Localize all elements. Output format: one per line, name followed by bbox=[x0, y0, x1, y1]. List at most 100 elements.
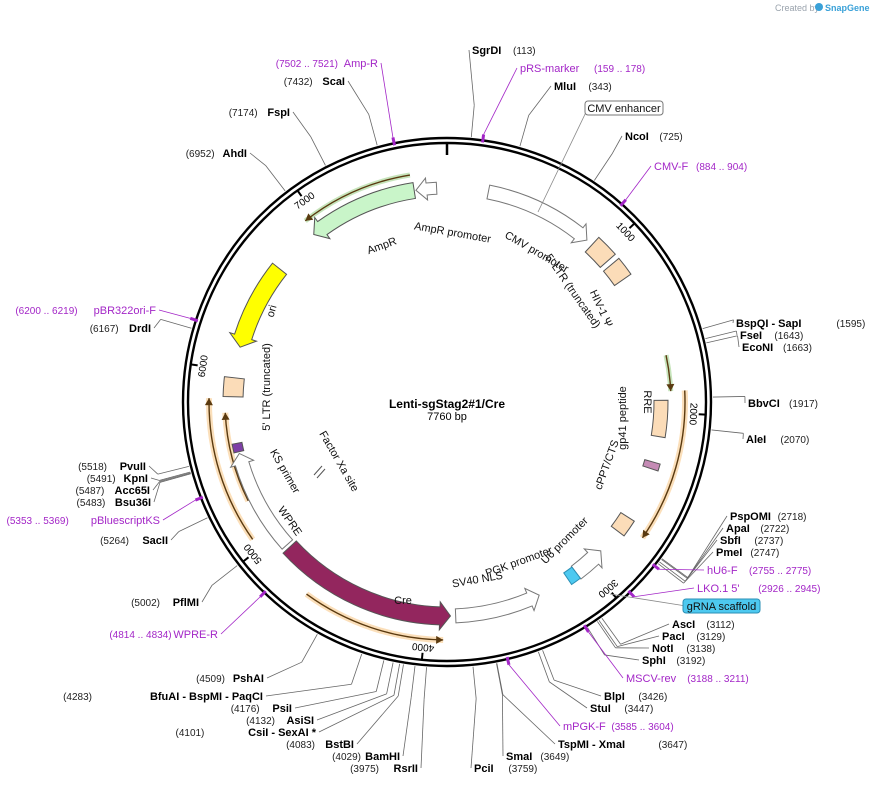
site-name: EcoNI bbox=[742, 342, 773, 354]
site-sgrdi[interactable]: SgrDI(113) bbox=[468, 45, 536, 138]
factor-xa-glyph bbox=[316, 468, 326, 479]
primer-name: pBR322ori-F bbox=[94, 305, 157, 317]
site-acc65i[interactable]: Acc65I(5487) bbox=[75, 472, 191, 497]
site-psii[interactable]: PsiI(4176) bbox=[231, 660, 385, 715]
primer-mark bbox=[651, 563, 660, 571]
site-econi[interactable]: EcoNI(1663) bbox=[706, 335, 812, 354]
feature-ori[interactable] bbox=[228, 262, 288, 348]
feature-rre[interactable] bbox=[650, 399, 669, 439]
feature-ampr[interactable] bbox=[313, 182, 417, 240]
feature-u6-promoter[interactable] bbox=[570, 548, 603, 580]
orf-bottom[interactable] bbox=[306, 593, 444, 641]
site-pflmi[interactable]: PflMI(5002) bbox=[131, 565, 238, 609]
feature-ampr-promoter[interactable] bbox=[415, 176, 438, 202]
site-tspmi[interactable]: TspMI - XmaI(3647) bbox=[496, 663, 687, 751]
site-position: (5491) bbox=[87, 474, 116, 485]
site-pcii[interactable]: PciI(3759) bbox=[470, 666, 537, 775]
primer-wpre-r[interactable]: WPRE-R(4814 .. 4834) bbox=[109, 590, 267, 641]
site-rsrii[interactable]: RsrII(3975) bbox=[350, 667, 427, 775]
feature-hiv-psi[interactable] bbox=[602, 257, 632, 287]
feature-pgk-promoter[interactable] bbox=[454, 587, 540, 624]
site-asci[interactable]: AscI(3112) bbox=[601, 617, 735, 645]
tick-mark bbox=[610, 592, 618, 599]
site-position: (5264) bbox=[100, 536, 129, 547]
feature-5ltr-right[interactable] bbox=[584, 236, 617, 269]
site-sacii[interactable]: SacII(5264) bbox=[100, 517, 208, 547]
site-blpi[interactable]: BlpI(3426) bbox=[542, 650, 668, 703]
site-ncoi[interactable]: NcoI(725) bbox=[594, 131, 683, 181]
feature-ks-primer[interactable] bbox=[231, 441, 245, 454]
feature-label-ampr: AmpR bbox=[366, 235, 399, 257]
primer-lko-1-5[interactable]: LKO.1 5'(2926 .. 2945) bbox=[627, 583, 820, 598]
site-paci[interactable]: PacI(3129) bbox=[598, 620, 725, 647]
site-bamhi[interactable]: BamHI(4029) bbox=[332, 666, 416, 763]
site-bsu36i[interactable]: Bsu36I(5483) bbox=[76, 473, 191, 509]
site-leader bbox=[502, 694, 556, 745]
orf-left-inner[interactable] bbox=[224, 412, 249, 502]
site-mlui[interactable]: MluI(343) bbox=[519, 81, 612, 147]
site-bbvci[interactable]: BbvCI(1917) bbox=[712, 396, 818, 410]
site-drdi[interactable]: DrdI(6167) bbox=[90, 318, 192, 335]
site-asisi[interactable]: AsiSI(4132) bbox=[246, 662, 394, 727]
site-fspi[interactable]: FspI(7174) bbox=[229, 107, 326, 166]
site-pspomi[interactable]: PspOMI(2718) bbox=[661, 511, 807, 578]
site-position: (4132) bbox=[246, 716, 275, 727]
site-leader bbox=[170, 531, 179, 541]
site-name: ScaI bbox=[322, 76, 345, 88]
feature-label-rre: RRE bbox=[641, 390, 653, 413]
site-leader bbox=[420, 699, 425, 769]
primer-mscv-rev[interactable]: MSCV-rev(3188 .. 3211) bbox=[582, 624, 749, 685]
site-position: (3426) bbox=[638, 692, 667, 703]
site-pvuii[interactable]: PvuII(5518) bbox=[78, 461, 190, 475]
site-fsei[interactable]: FseI(1643) bbox=[705, 330, 803, 342]
site-scai[interactable]: ScaI(7432) bbox=[284, 76, 378, 146]
orf-left-outer-arrowhead bbox=[204, 398, 213, 406]
feature-5ltr-left[interactable] bbox=[222, 376, 245, 398]
site-bfuai[interactable]: BfuAI - BspMI - PaqCI(4283) bbox=[63, 653, 363, 703]
site-kpni[interactable]: KpnI(5491) bbox=[87, 471, 191, 485]
site-smai[interactable]: SmaI(3649) bbox=[496, 663, 569, 763]
site-ahdi[interactable]: AhdI(6952) bbox=[186, 148, 286, 192]
primer-pbluescriptks[interactable]: pBluescriptKS(5353 .. 5369) bbox=[7, 495, 204, 527]
feature-label-cppt-cts: cPPT/CTS bbox=[593, 439, 622, 492]
site-bstbi[interactable]: BstBI(4083) bbox=[286, 664, 404, 751]
primer-leader bbox=[158, 309, 191, 319]
site-leader bbox=[705, 330, 737, 340]
feature-cmv-promoter[interactable] bbox=[486, 184, 588, 244]
site-bspqi[interactable]: BspQI - SapI(1595) bbox=[702, 318, 866, 330]
feature-cre[interactable] bbox=[282, 540, 452, 632]
orf-green-top[interactable] bbox=[304, 174, 411, 222]
site-pmei[interactable]: PmeI(2747) bbox=[657, 547, 779, 584]
site-stui[interactable]: StuI(3447) bbox=[537, 651, 653, 715]
primer-amp-r[interactable]: Amp-R(7502 .. 7521) bbox=[276, 58, 397, 146]
site-sbfi[interactable]: SbfI(2737) bbox=[659, 535, 784, 582]
site-name: Acc65I bbox=[115, 485, 150, 497]
boxed-label-grna-scaffold[interactable] bbox=[682, 598, 761, 614]
site-leader bbox=[657, 563, 684, 584]
site-noti[interactable]: NotI(3138) bbox=[597, 621, 715, 655]
site-leader bbox=[351, 653, 363, 685]
orf-left-outer[interactable] bbox=[208, 398, 254, 540]
primer-mpgk-f[interactable]: mPGK-F(3585 .. 3604) bbox=[505, 656, 674, 733]
site-csii[interactable]: CsiI - SexAI *(4101) bbox=[175, 663, 401, 739]
site-position: (4509) bbox=[196, 674, 225, 685]
tick-mark bbox=[296, 189, 303, 197]
feature-wpre[interactable] bbox=[229, 452, 294, 550]
primer-pbr322ori-f[interactable]: pBR322ori-F(6200 .. 6219) bbox=[15, 305, 199, 323]
site-leader bbox=[472, 666, 477, 699]
primer-prs-marker[interactable]: pRS-marker(159 .. 178) bbox=[481, 63, 646, 143]
site-leader bbox=[594, 153, 613, 181]
site-sphi[interactable]: SphI(3192) bbox=[587, 627, 706, 667]
feature-gp41[interactable] bbox=[642, 458, 661, 472]
feature-grna-scaffold[interactable] bbox=[563, 566, 582, 586]
orf-right[interactable] bbox=[641, 390, 686, 539]
boxed-label-cmv-enhancer[interactable] bbox=[584, 100, 664, 116]
feature-cppt[interactable] bbox=[610, 511, 635, 537]
site-alei[interactable]: AleI(2070) bbox=[711, 429, 810, 446]
orf-green-right-arrowhead bbox=[666, 383, 675, 392]
tick-label: 4000 bbox=[411, 640, 435, 653]
created-by-text: Created by bbox=[775, 3, 820, 13]
primer-hu6-f[interactable]: hU6-F(2755 .. 2775) bbox=[651, 563, 812, 577]
site-pshai[interactable]: PshAI(4509) bbox=[196, 634, 318, 685]
primer-cmv-f[interactable]: CMV-F(884 .. 904) bbox=[619, 161, 748, 207]
